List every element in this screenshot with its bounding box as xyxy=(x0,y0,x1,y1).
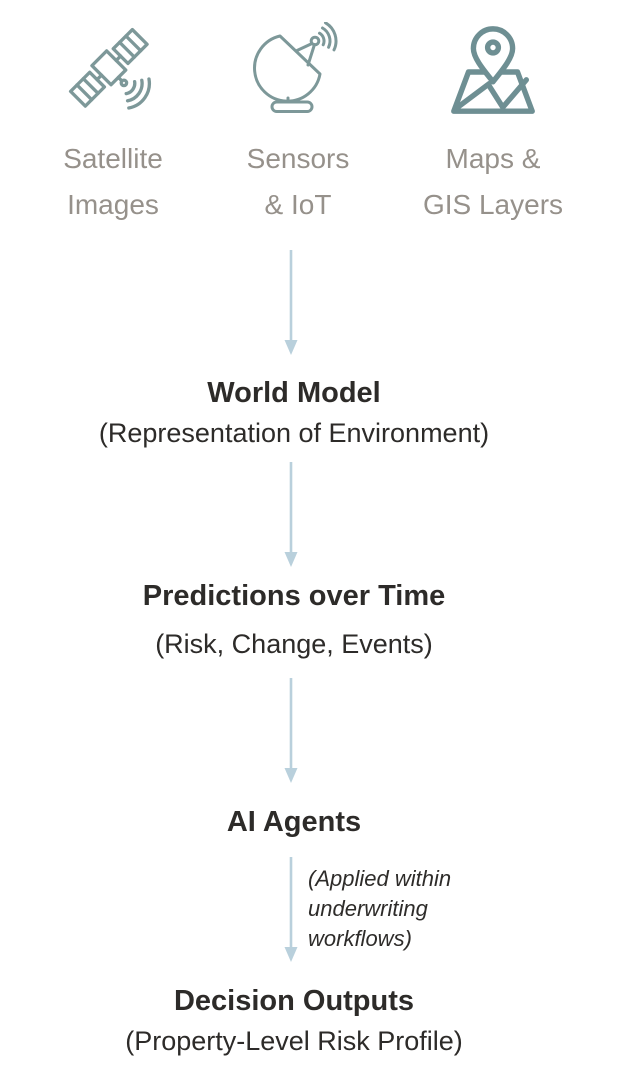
arrow-sources-to-world-model xyxy=(284,250,298,355)
source-sensors-iot: Sensors & IoT xyxy=(213,20,383,228)
arrow-annotation: (Applied within underwriting workflows) xyxy=(308,866,452,951)
arrow-predictions-to-ai-agents xyxy=(284,678,298,783)
source-maps-gis-layers: Maps & GIS Layers xyxy=(398,20,588,228)
decision-outputs-title: Decision Outputs xyxy=(173,985,415,1017)
map-pin-icon xyxy=(444,20,542,124)
source-label-maps-gis-layers: Maps & GIS Layers xyxy=(422,143,564,220)
decision-outputs-subtitle: (Property-Level Risk Profile) xyxy=(125,1026,463,1056)
satellite-dish-icon xyxy=(248,20,348,124)
arrow-world-model-to-predictions xyxy=(284,462,298,567)
world-model-title: World Model xyxy=(207,377,381,409)
source-satellite-images: Satellite Images xyxy=(30,20,196,228)
arrow-ai-agents-to-decision-outputs xyxy=(284,857,298,962)
source-label-satellite-images: Satellite Images xyxy=(63,143,163,220)
ai-agents-title: AI Agents xyxy=(226,806,362,838)
predictions-title: Predictions over Time xyxy=(142,580,446,612)
predictions-subtitle: (Risk, Change, Events) xyxy=(155,629,433,659)
satellite-icon xyxy=(61,20,165,124)
world-model-subtitle: (Representation of Environment) xyxy=(98,418,490,448)
source-label-sensors-iot: Sensors & IoT xyxy=(246,143,350,220)
